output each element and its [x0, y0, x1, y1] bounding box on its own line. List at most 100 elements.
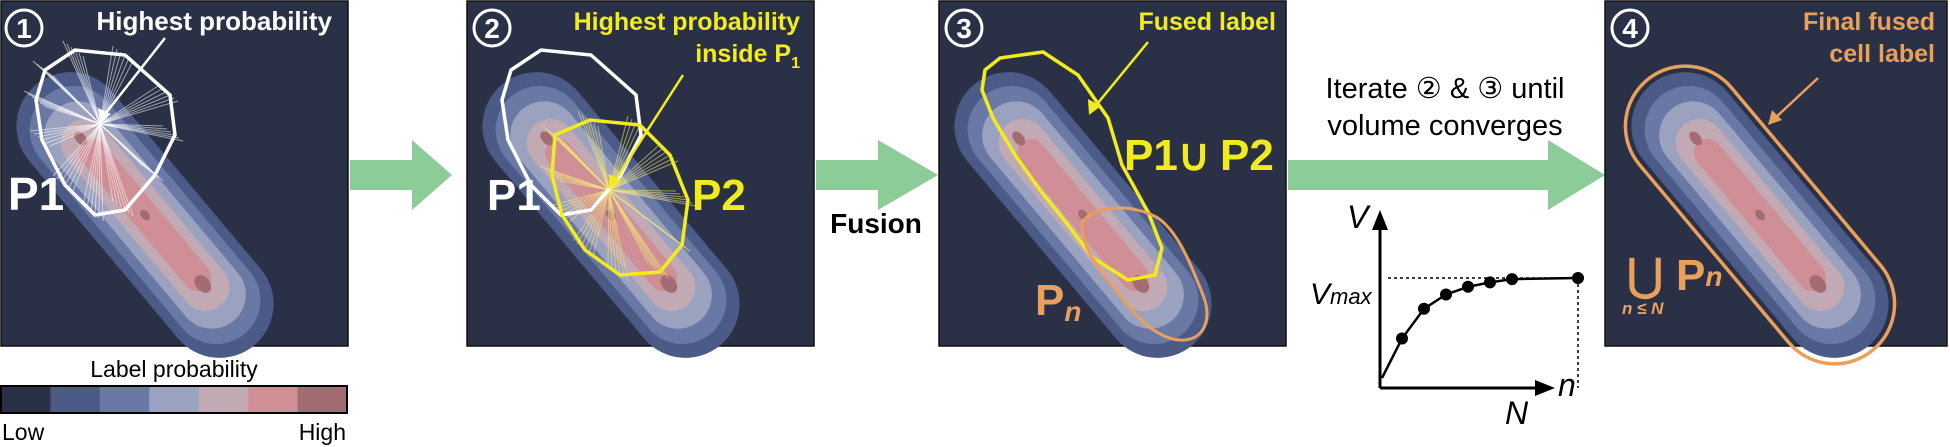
colorbar-swatch	[149, 386, 200, 413]
probability-ray	[41, 123, 101, 141]
panel-2-p2-polygon	[550, 118, 690, 277]
colorbar-low-label: Low	[2, 419, 45, 445]
probability-ray	[608, 157, 675, 191]
panel-3-pn-p: P	[1035, 276, 1064, 325]
probability-ray	[43, 105, 101, 125]
probability-ray	[580, 189, 610, 248]
iterate-label-line-1: Iterate ② & ③ until	[1326, 73, 1565, 105]
probability-ray	[585, 116, 610, 191]
probability-ray	[90, 123, 101, 213]
plot-x-axis-label: n	[1558, 367, 1576, 403]
panel-3-cell	[954, 72, 1212, 358]
probability-ray	[56, 123, 101, 180]
arrow-2	[816, 140, 938, 210]
convergence-plot: V n Vmax N	[1310, 199, 1584, 431]
probability-ray	[37, 123, 101, 138]
fusion-label: Fusion	[830, 208, 922, 239]
panel-1-pointer-arrow	[101, 37, 166, 119]
panel-4-pn-p: P	[1676, 251, 1705, 300]
colorbar-frame	[0, 385, 348, 414]
probability-ray	[45, 123, 101, 144]
probability-ray	[608, 189, 691, 252]
panel-4-caption-line-2: cell label	[1829, 40, 1935, 68]
plot-point	[1462, 280, 1474, 293]
probability-ray	[60, 123, 101, 183]
panel-3-number: 3	[956, 13, 972, 44]
colorbar-swatch	[198, 386, 249, 413]
probability-ray	[72, 123, 101, 192]
panel-2-p1-label: P1	[487, 171, 541, 220]
panel-3-union-label: P1∪P2	[1124, 131, 1274, 180]
arrow-3	[1288, 140, 1605, 210]
panel-1-number-badge: 1	[4, 8, 44, 48]
plot-point	[1506, 273, 1518, 286]
plot-points	[1396, 272, 1584, 345]
probability-ray	[99, 123, 134, 217]
panel-3-pointer-arrow	[1092, 41, 1149, 110]
probability-ray	[68, 123, 101, 189]
probability-ray	[99, 94, 171, 125]
probability-ray	[608, 189, 625, 279]
probability-ray	[99, 123, 118, 205]
probability-ray	[98, 123, 101, 219]
colorbar-swatches	[1, 386, 348, 413]
panel-4-cell	[1631, 72, 1889, 358]
panel-3-pn-n: n	[1064, 296, 1081, 327]
probability-ray	[52, 123, 101, 177]
plot-point	[1572, 272, 1584, 284]
colorbar: Label probability Low High	[0, 356, 348, 445]
arrow-1	[350, 140, 452, 210]
probability-ray	[608, 189, 621, 276]
panel-4-caption-line-1: Final fused	[1803, 8, 1935, 36]
panel-3-number-badge: 3	[944, 8, 984, 48]
probability-ray	[608, 189, 613, 270]
panel-3-p1-label: P1	[1124, 131, 1178, 180]
panel-4-union-symbol: ⋃	[1627, 251, 1663, 300]
plot-point	[1396, 332, 1408, 345]
plot-curve	[1380, 276, 1579, 379]
probability-ray	[589, 119, 610, 191]
panel-4-pn-n: n	[1705, 261, 1722, 292]
panel-3-caption: Fused label	[1138, 8, 1276, 36]
panel-3-pn-outline	[1080, 206, 1209, 342]
probability-ray	[99, 123, 122, 208]
panel-4-final-outline	[1623, 64, 1897, 366]
probability-ray	[99, 97, 175, 125]
colorbar-swatch	[1, 386, 51, 413]
panel-2: 2 Highest probability inside P1 P1 P2	[466, 0, 815, 358]
probability-ray	[561, 189, 610, 216]
probability-ray	[553, 189, 610, 210]
panel-3-pointer-arrowhead	[1088, 99, 1101, 115]
probability-ray	[607, 189, 610, 267]
iterate-label-line-2: volume converges	[1327, 110, 1562, 142]
probability-ray	[86, 123, 101, 210]
panel-4: 4 Final fused cell label ⋃ Pn n ≤ N	[1604, 0, 1948, 366]
probability-ray	[99, 123, 164, 182]
plot-y-axis-label: V	[1347, 199, 1371, 235]
probability-ray	[82, 123, 101, 207]
panel-3-p2-label: P2	[1220, 131, 1274, 180]
panel-4-number: 4	[1622, 13, 1638, 44]
panel-1-p1-label: P1	[8, 168, 64, 220]
probability-ray	[588, 189, 610, 254]
probability-ray	[49, 123, 101, 147]
panel-2-p2-label: P2	[692, 171, 746, 220]
probability-ray	[584, 189, 610, 251]
plot-point	[1440, 288, 1452, 301]
panel-2-number: 2	[484, 13, 500, 44]
plot-point	[1418, 302, 1430, 315]
panel-2-pointer-arrowhead	[609, 174, 621, 190]
probability-ray	[608, 189, 697, 207]
colorbar-swatch	[99, 386, 150, 413]
panel-2-caption-line-1: Highest probability	[574, 8, 801, 36]
probability-ray	[78, 52, 101, 125]
probability-ray	[592, 189, 610, 257]
panel-4-union-subscript: n ≤ N	[1622, 299, 1664, 318]
plot-x-axis-arrowhead	[1535, 380, 1555, 396]
colorbar-high-label: High	[299, 419, 346, 445]
probability-ray	[52, 75, 101, 125]
panel-4-pointer-arrow	[1772, 77, 1819, 121]
probability-ray	[608, 151, 667, 191]
probability-ray	[608, 189, 617, 273]
